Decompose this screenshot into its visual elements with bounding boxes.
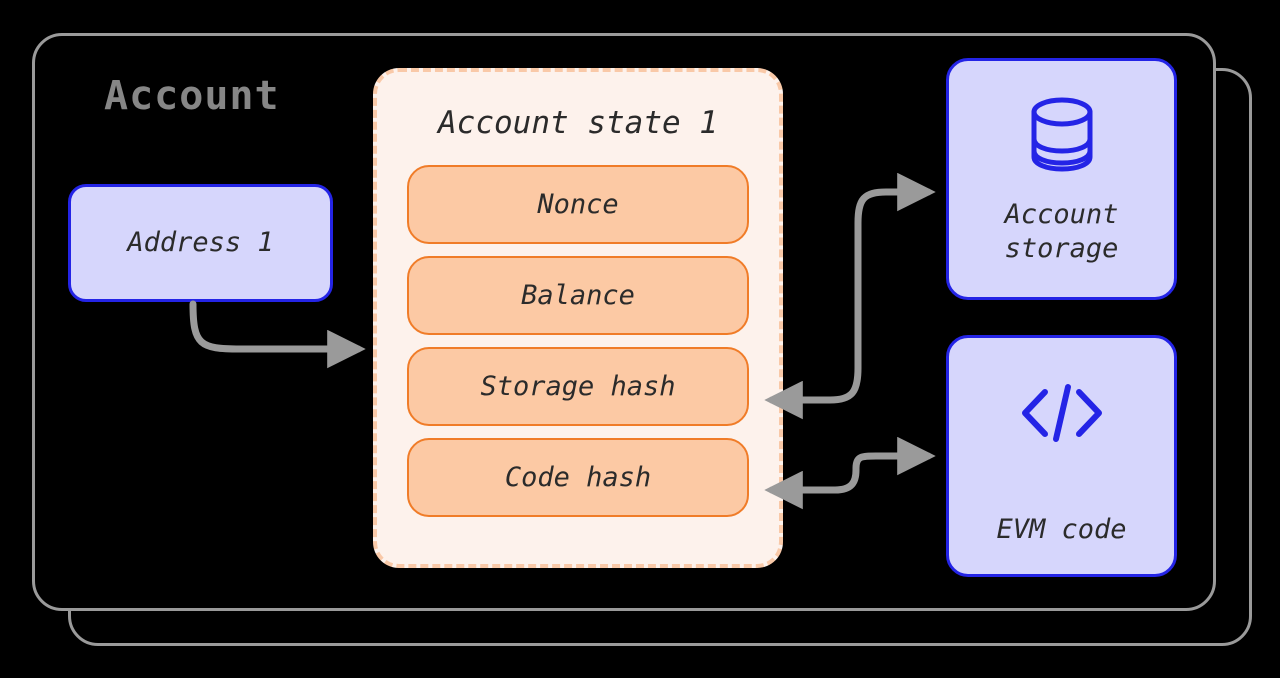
account-state-field-code-hash[interactable]: Code hash — [407, 438, 749, 517]
evm-code-label: EVM code — [996, 514, 1127, 546]
field-label: Balance — [521, 280, 635, 311]
account-state-field-storage-hash[interactable]: Storage hash — [407, 347, 749, 426]
account-storage-box[interactable]: Account storage — [946, 58, 1177, 300]
account-storage-label: Account storage — [1004, 198, 1119, 265]
account-state-field-nonce[interactable]: Nonce — [407, 165, 749, 244]
field-label: Storage hash — [480, 371, 676, 402]
account-state-field-balance[interactable]: Balance — [407, 256, 749, 335]
account-state-panel: Account state 1 Nonce Balance Storage ha… — [373, 68, 783, 568]
address-label: Address 1 — [127, 226, 274, 258]
database-icon — [1026, 95, 1098, 177]
account-state-title: Account state 1 — [438, 105, 718, 141]
address-box[interactable]: Address 1 — [68, 184, 333, 302]
account-state-field-list: Nonce Balance Storage hash Code hash — [377, 139, 779, 517]
field-label: Nonce — [537, 189, 619, 220]
evm-code-box[interactable]: EVM code — [946, 335, 1177, 577]
code-brackets-icon — [1019, 382, 1105, 444]
field-label: Code hash — [504, 462, 652, 493]
page-title: Account — [104, 73, 280, 119]
